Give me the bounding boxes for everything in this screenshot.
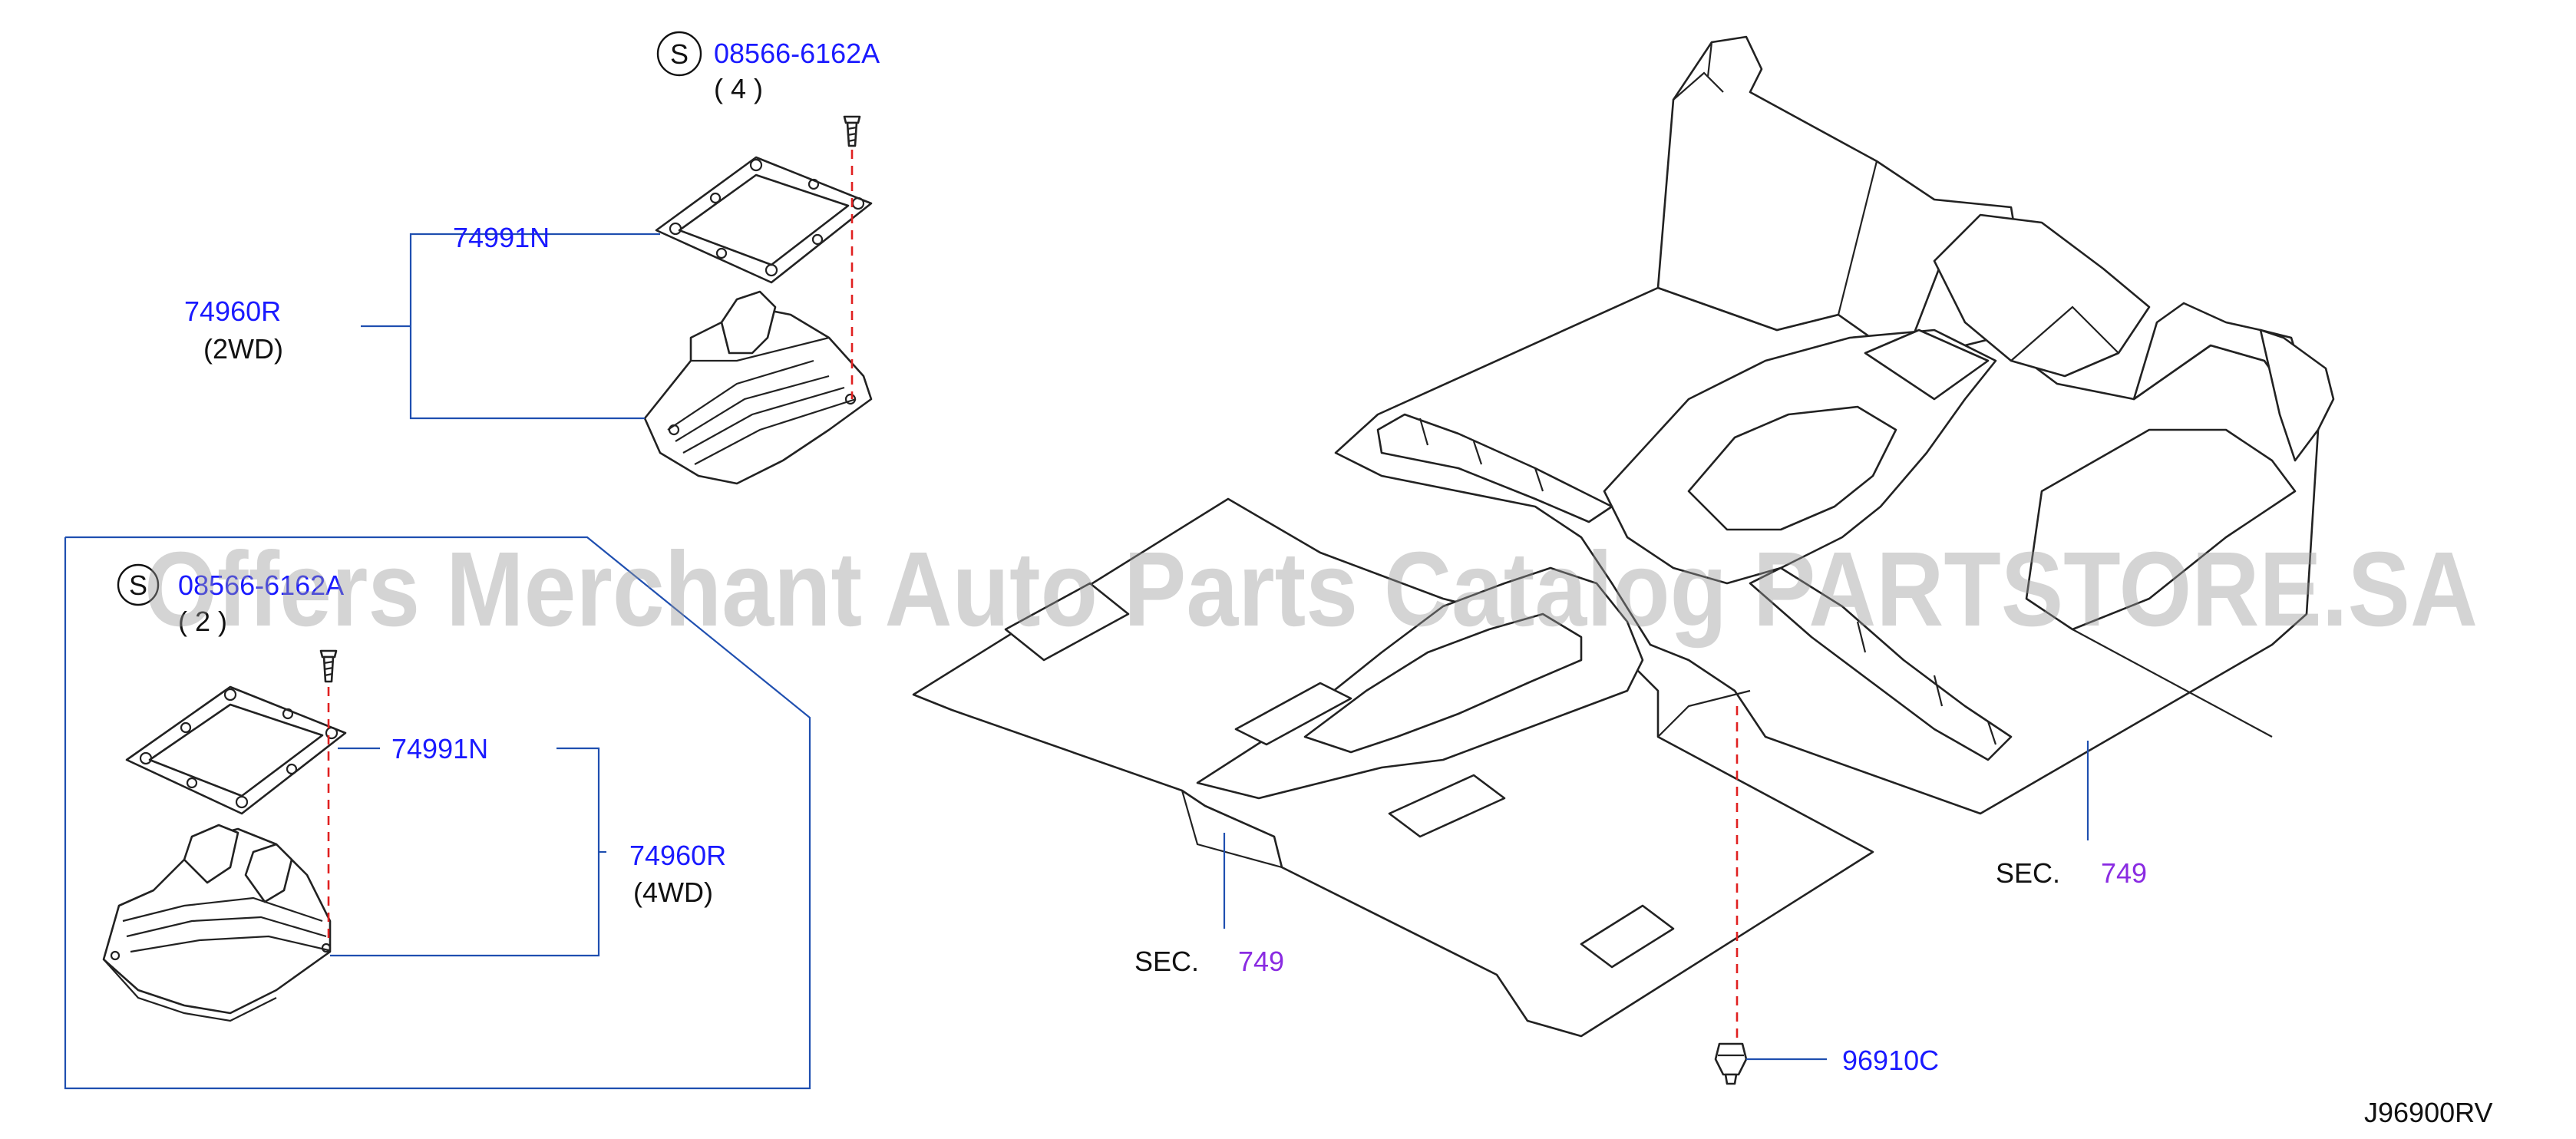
- s-symbol-bottom: S: [117, 563, 160, 606]
- part-number-screw-top[interactable]: 08566-6162A: [714, 38, 880, 69]
- section-prefix-right: SEC.: [1996, 857, 2060, 889]
- floor-carpet-drawing: [912, 35, 2335, 1038]
- part-number-gasket-top[interactable]: 74991N: [453, 222, 550, 253]
- leader-lines: [64, 233, 2089, 1090]
- variant-label-2wd: (2WD): [203, 333, 283, 365]
- quantity-screw-top: ( 4 ): [714, 73, 763, 104]
- clip-drawing: [1714, 1042, 1748, 1085]
- section-prefix-left: SEC.: [1134, 946, 1199, 977]
- boot-4wd-drawing: [102, 649, 347, 1022]
- boot-2wd-drawing: [643, 115, 873, 485]
- section-link-right[interactable]: 749: [2101, 857, 2147, 889]
- quantity-screw-bottom: ( 2 ): [178, 606, 227, 637]
- s-symbol-top: S: [656, 31, 702, 77]
- part-number-gasket-bottom[interactable]: 74991N: [391, 733, 488, 764]
- watermark-text: Offers Merchant Auto Parts Catalog PARTS…: [144, 530, 2478, 649]
- dashed-guides: [327, 150, 1739, 1040]
- svg-text:S: S: [670, 38, 689, 70]
- part-number-screw-bottom[interactable]: 08566-6162A: [178, 570, 344, 601]
- variant-label-4wd: (4WD): [633, 877, 713, 908]
- svg-text:S: S: [129, 570, 147, 601]
- part-number-boot-2wd[interactable]: 74960R: [184, 295, 281, 327]
- section-link-left[interactable]: 749: [1238, 946, 1284, 977]
- part-number-boot-4wd[interactable]: 74960R: [629, 840, 726, 871]
- diagram-code: J96900RV: [2364, 1097, 2492, 1128]
- part-number-clip[interactable]: 96910C: [1842, 1045, 1939, 1076]
